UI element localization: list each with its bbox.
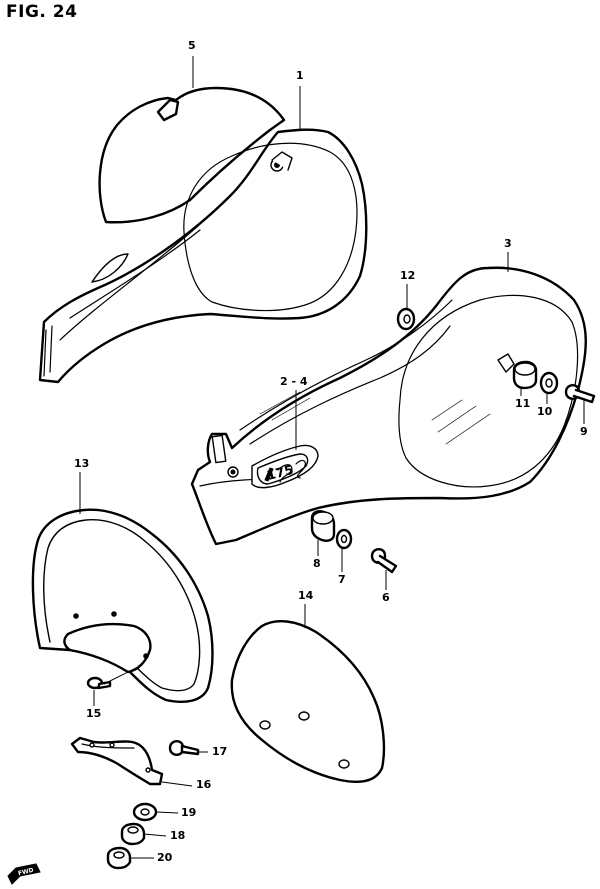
callout-10: 10	[537, 405, 553, 418]
part-6-bolt	[370, 548, 398, 574]
figure-title: FIG. 24	[6, 2, 78, 22]
callout-9: 9	[580, 425, 588, 438]
part-18-nut	[120, 822, 146, 846]
callout-18: 18	[170, 829, 186, 842]
callout-14: 14	[298, 589, 314, 602]
callout-11: 11	[515, 397, 531, 410]
part-1-left-side-cover	[38, 128, 368, 384]
part-11-collar	[512, 360, 538, 390]
callout-19: 19	[181, 806, 197, 819]
forward-direction-marker: FWD	[7, 863, 41, 885]
part-14-sub-cover	[230, 620, 386, 783]
part-17-bolt	[168, 740, 200, 756]
emblem-text: 175	[265, 463, 295, 484]
callout-8: 8	[313, 557, 321, 570]
callout-12: 12	[400, 269, 416, 282]
part-19-washer	[132, 802, 158, 822]
callout-6: 6	[382, 591, 390, 604]
callout-5: 5	[188, 39, 196, 52]
callout-2-4: 2 - 4	[280, 375, 308, 388]
callout-15: 15	[86, 707, 102, 720]
part-16-bracket	[70, 736, 164, 786]
callout-1: 1	[296, 69, 304, 82]
callout-3: 3	[504, 237, 512, 250]
part-9-bolt	[564, 384, 596, 404]
part-5-inner-panel	[98, 86, 286, 224]
callout-16: 16	[196, 778, 212, 791]
part-3-right-side-cover	[190, 266, 587, 546]
part-12-washer	[396, 307, 416, 331]
part-7-washer	[335, 528, 353, 550]
callout-20: 20	[157, 851, 173, 864]
leader-lines	[79, 56, 585, 859]
forward-marker-text: FWD	[17, 867, 34, 878]
part-8-collar	[310, 510, 336, 542]
part-13-trim	[31, 508, 214, 703]
part-10-washer	[539, 371, 559, 395]
callout-17: 17	[212, 745, 228, 758]
part-20-nut	[106, 846, 132, 870]
callout-13: 13	[74, 457, 90, 470]
callout-7: 7	[338, 573, 346, 586]
